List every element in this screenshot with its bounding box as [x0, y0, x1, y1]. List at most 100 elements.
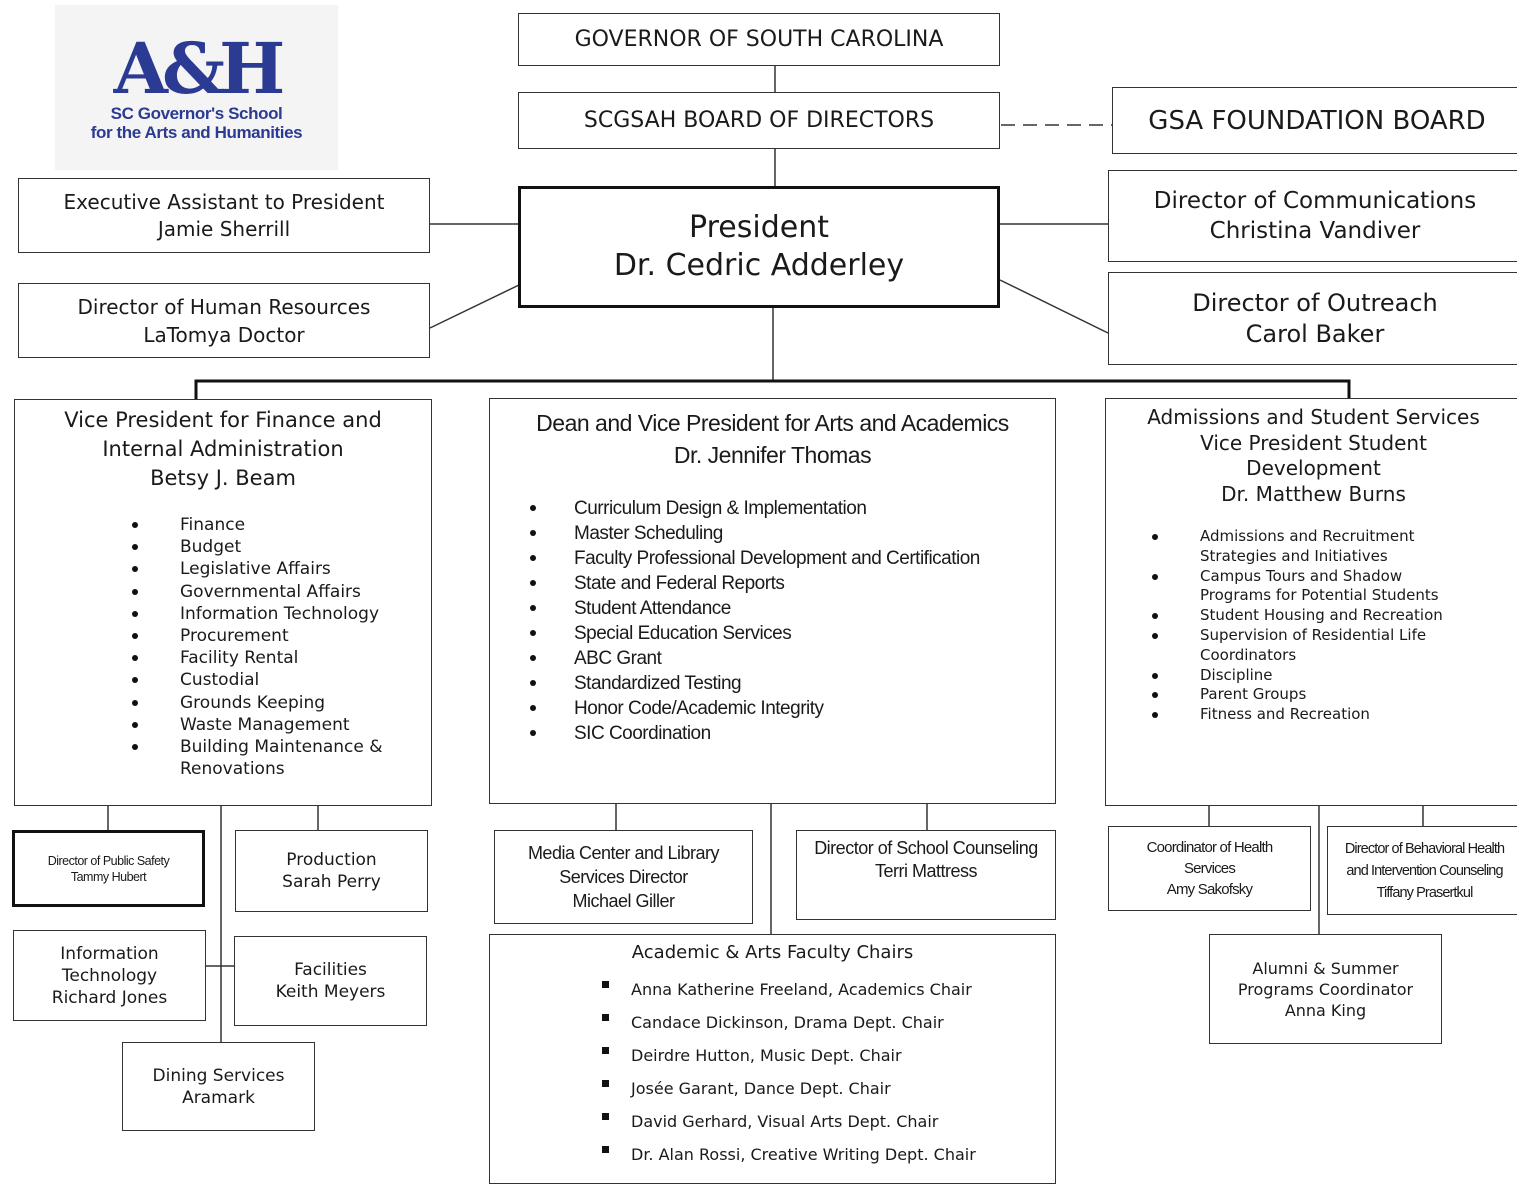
academics-vp-name: Dr. Jennifer Thomas: [673, 442, 872, 468]
behavioral-name: Tiffany Prasertkul: [1376, 884, 1474, 901]
foundation-label: GSA FOUNDATION BOARD: [1148, 105, 1486, 136]
student-list-item-text: Fitness and Recreation: [1200, 705, 1370, 724]
finance-list-item-text: Renovations: [180, 759, 285, 780]
finance-list-item-text: Facility Rental: [180, 648, 299, 669]
faculty-chair-item-text: Dr. Alan Rossi, Creative Writing Dept. C…: [631, 1145, 976, 1164]
student-list-item: Supervision of Residential Life: [1152, 625, 1443, 646]
outreach-connector: [999, 279, 1109, 334]
academics-list-item-text: Master Scheduling: [574, 523, 723, 544]
public-safety-title: Director of Public Safety: [47, 853, 170, 868]
academics-list-item: Special Education Services: [530, 621, 980, 646]
communications-name: Christina Vandiver: [1209, 218, 1421, 244]
academics-list-item-text: Student Attendance: [574, 598, 731, 619]
alumni-box: Alumni & Summer Programs Coordinator Ann…: [1209, 934, 1442, 1044]
bullet-icon: [1152, 573, 1158, 580]
bullet-icon: [1152, 632, 1158, 639]
bullet-icon: [132, 677, 138, 684]
bullet-icon: [132, 655, 138, 662]
academics-list-item-text: SIC Coordination: [574, 723, 711, 744]
student-list-item: Programs for Potential Students: [1200, 586, 1443, 606]
it-title-line-1: Information: [60, 943, 159, 964]
behavioral-title-line-2: and Intervention Counseling: [1346, 862, 1503, 879]
square-bullet-icon: [602, 981, 609, 988]
outreach-box: Director of Outreach Carol Baker: [1108, 272, 1517, 365]
square-bullet-icon: [602, 1047, 609, 1054]
student-vp-title-line-3: Development: [1246, 456, 1381, 480]
academics-list-item: SIC Coordination: [530, 721, 980, 746]
bullet-icon: [530, 580, 536, 586]
finance-list-item-text: Information Technology: [180, 603, 380, 624]
faculty-chair-item: Anna Katherine Freeland, Academics Chair: [602, 973, 976, 1006]
media-box: Media Center and Library Services Direct…: [494, 830, 753, 924]
student-list-item: Student Housing and Recreation: [1152, 606, 1443, 626]
governor-label: GOVERNOR OF SOUTH CAROLINA: [574, 27, 944, 52]
exec-assistant-name: Jamie Sherrill: [157, 216, 291, 241]
academics-list-item-text: Special Education Services: [574, 623, 792, 644]
bullet-icon: [132, 566, 138, 573]
academics-list-item: State and Federal Reports: [530, 571, 980, 596]
student-list-item: Campus Tours and Shadow: [1152, 567, 1443, 587]
bullet-icon: [132, 610, 138, 617]
bullet-icon: [132, 721, 138, 728]
bullet-icon: [530, 505, 536, 511]
governor-box: GOVERNOR OF SOUTH CAROLINA: [518, 13, 1000, 66]
it-title-line-2: Technology: [61, 965, 158, 986]
counseling-box: Director of School Counseling Terri Matt…: [796, 830, 1056, 920]
student-list-item: Coordinators: [1200, 646, 1443, 666]
bullet-icon: [1152, 672, 1158, 679]
square-bullet-icon: [602, 1080, 609, 1087]
facilities-title: Facilities: [294, 960, 367, 980]
academics-list-item: Master Scheduling: [530, 521, 980, 546]
student-list-item-text: Strategies and Initiatives: [1200, 546, 1388, 565]
it-box: Information Technology Richard Jones: [13, 930, 206, 1021]
public-safety-name: Tammy Hubert: [70, 869, 147, 884]
media-title-line-2: Services Director: [559, 867, 688, 887]
alumni-name: Anna King: [1284, 1000, 1367, 1020]
communications-box: Director of Communications Christina Van…: [1108, 170, 1517, 262]
academics-list-item: Honor Code/Academic Integrity: [530, 696, 980, 721]
faculty-chair-item-text: Josée Garant, Dance Dept. Chair: [631, 1079, 891, 1098]
student-list-item-text: Programs for Potential Students: [1200, 586, 1439, 605]
production-name: Sarah Perry: [282, 872, 381, 892]
student-list-item: Fitness and Recreation: [1152, 705, 1443, 725]
bullet-icon: [132, 699, 138, 706]
faculty-chair-item-text: David Gerhard, Visual Arts Dept. Chair: [631, 1112, 939, 1131]
bullet-icon: [1152, 692, 1158, 699]
student-list-item: Strategies and Initiatives: [1200, 547, 1443, 567]
faculty-chair-item-text: Anna Katherine Freeland, Academics Chair: [631, 980, 972, 999]
finance-list-item: Procurement: [132, 625, 383, 647]
academics-list-item-text: Faculty Professional Development and Cer…: [574, 548, 980, 569]
finance-list-item: Budget: [132, 536, 383, 558]
academics-list-item-text: Standardized Testing: [574, 673, 742, 694]
student-list-item: Discipline: [1152, 666, 1443, 686]
outreach-name: Carol Baker: [1245, 319, 1385, 348]
academics-list-item-text: Curriculum Design & Implementation: [574, 498, 867, 519]
student-list-item-text: Coordinators: [1200, 645, 1297, 664]
student-list-item-text: Supervision of Residential Life: [1200, 625, 1427, 644]
finance-list-item-text: Waste Management: [180, 714, 350, 735]
bullet-icon: [1152, 534, 1158, 540]
media-name: Michael Giller: [572, 891, 675, 911]
academics-list-item: Standardized Testing: [530, 671, 980, 696]
board-box: SCGSAH BOARD OF DIRECTORS: [518, 92, 1000, 149]
finance-list-item: Waste Management: [132, 714, 383, 736]
outreach-title: Director of Outreach: [1192, 288, 1438, 317]
bullet-icon: [132, 588, 138, 595]
finance-list-item-text: Budget: [180, 537, 242, 558]
academics-list-item: Student Attendance: [530, 596, 980, 621]
school-logo: A&H SC Governor's School for the Arts an…: [55, 5, 338, 170]
board-label: SCGSAH BOARD OF DIRECTORS: [583, 108, 935, 133]
finance-list-item: Information Technology: [132, 603, 383, 625]
media-title-line-1: Media Center and Library: [527, 843, 720, 863]
bullet-icon: [530, 655, 536, 661]
bullet-icon: [132, 633, 138, 640]
finance-list-item: Legislative Affairs: [132, 558, 383, 580]
exec-assistant-box: Executive Assistant to President Jamie S…: [18, 178, 430, 253]
finance-vp-title-line-2: Internal Administration: [102, 437, 344, 461]
finance-list-item: Governmental Affairs: [132, 581, 383, 603]
dining-box: Dining Services Aramark: [122, 1042, 315, 1131]
health-title-line-2: Services: [1183, 860, 1236, 877]
finance-list-item-text: Custodial: [180, 670, 260, 691]
